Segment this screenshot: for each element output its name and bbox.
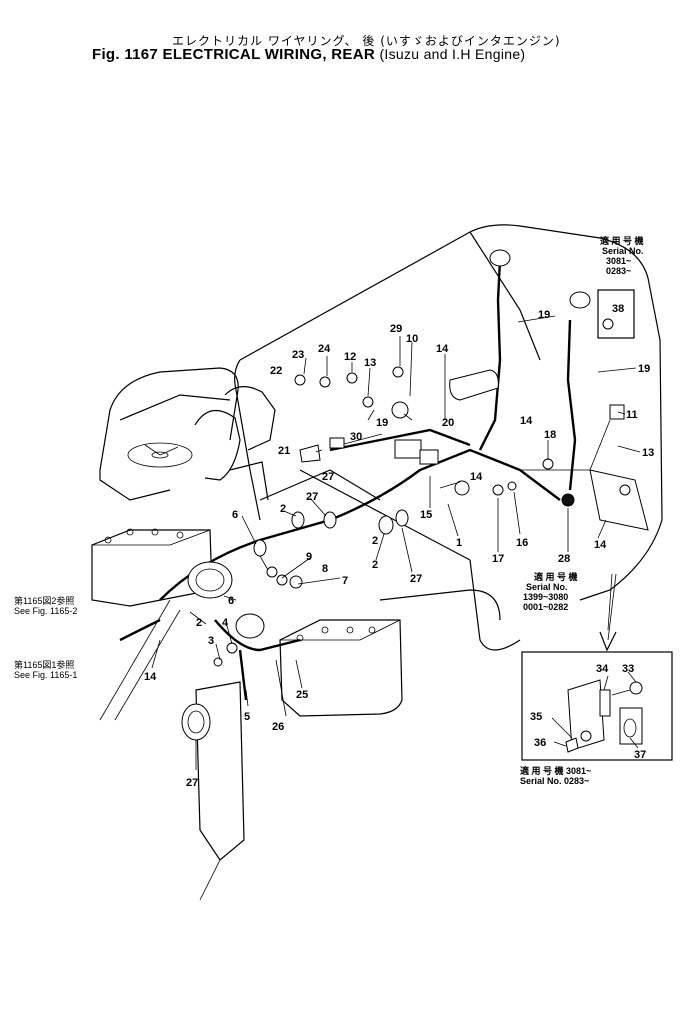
callout-37: 37 [634,749,646,761]
callout-33: 33 [622,663,634,675]
callout-10: 10 [406,333,418,345]
figure-title: Fig. 1167 ELECTRICAL WIRING, REAR (Isuzu… [92,46,525,63]
callout-35: 35 [530,711,542,723]
callout-14: 14 [436,343,449,355]
callout-13: 13 [642,447,654,459]
callout-2: 2 [280,503,286,515]
callout-17: 18 [544,429,556,441]
see-ref-lower-en: See Fig. 1165-1 [14,670,77,680]
callout-14: 14 [594,539,607,551]
callout-26: 26 [272,721,284,733]
callout-3: 3 [208,635,214,647]
callout-4: 4 [222,617,229,629]
callout-13: 13 [364,357,376,369]
figure-title-japanese: エレクトリカル ワイヤリング、 後 (いすゞおよびインタエンジン) [172,34,561,48]
callout-19: 19 [376,417,388,429]
callout-30: 29 [390,323,402,335]
callout-36: 36 [534,737,546,749]
callout-1: 1 [456,537,462,549]
callout-15: 15 [420,509,432,521]
callout-19: 19 [538,309,550,321]
figure-title-english: Fig. 1167 ELECTRICAL WIRING, REAR [92,46,375,63]
callout-20: 20 [442,417,454,429]
callout-6: 6 [228,595,234,607]
serial-note-line: 0001~0282 [523,602,568,612]
callout-31: 30 [350,431,362,443]
callout-12: 12 [344,351,356,363]
detail-box-serial-3081 [521,573,673,761]
callout-14: 14 [144,671,157,683]
see-ref-upper-jp: 第1165図2参照 [14,595,74,606]
serial-note-line: 3081~ [606,256,631,266]
callout-leaders [151,315,641,770]
serial-note-line: Serial No. [602,246,644,256]
machine-body-outline [91,224,663,901]
callout-21: 21 [278,445,290,457]
serial-note-line: Serial No. [526,582,568,592]
callout-38: 38 [612,303,624,315]
serial-note-line: 適 用 号 機 [600,235,644,246]
callout-16: 16 [516,537,528,549]
see-figure-references: 第1165図2参照 See Fig. 1165-2 第1165図1参照 See … [14,595,77,680]
callout-24: 24 [318,343,331,355]
callout-25: 25 [296,689,308,701]
callout-6: 6 [232,509,238,521]
callout-2: 2 [196,617,202,629]
serial-note-line: 0283~ [606,266,631,276]
callout-numbers: 19 19 19 11 13 13 38 29 10 14 23 24 22 1… [144,303,654,789]
serial-note-line: Serial No. 0283~ [520,776,589,786]
callout-27: 27 [410,573,422,585]
callout-22: 22 [270,365,282,377]
callout-18: 17 [492,553,504,565]
callout-11: 11 [626,409,638,421]
callout-23: 23 [292,349,304,361]
serial-note-middle: 適 用 号 機 Serial No. 1399~3080 0001~0282 [523,571,578,612]
serial-note-bottom: 適 用 号 機 3081~ Serial No. 0283~ [520,765,591,786]
serial-note-top-right: 適 用 号 機 Serial No. 3081~ 0283~ [600,235,644,276]
callout-9: 9 [306,551,312,563]
serial-note-line: 適 用 号 機 [534,571,578,582]
see-ref-upper-en: See Fig. 1165-2 [14,606,77,616]
callout-19: 19 [638,363,650,375]
callout-2: 2 [372,535,378,547]
callout-34: 34 [596,663,609,675]
callout-8: 8 [322,563,328,575]
wiring-harness [119,259,611,701]
serial-note-line: 適 用 号 機 3081~ [520,765,591,776]
callout-28: 27 [186,777,198,789]
callout-7: 7 [342,575,348,587]
callout-27: 27 [306,491,318,503]
callout-14: 14 [470,471,483,483]
callout-14: 14 [520,415,533,427]
figure-title-suffix: (Isuzu and I.H Engine) [379,46,526,62]
callout-2: 2 [372,559,378,571]
callout-27: 27 [322,471,334,483]
see-ref-lower-jp: 第1165図1参照 [14,659,74,670]
serial-note-line: 1399~3080 [523,592,568,602]
callout-29: 28 [558,553,570,565]
components [181,249,649,741]
callout-5: 5 [244,711,250,723]
